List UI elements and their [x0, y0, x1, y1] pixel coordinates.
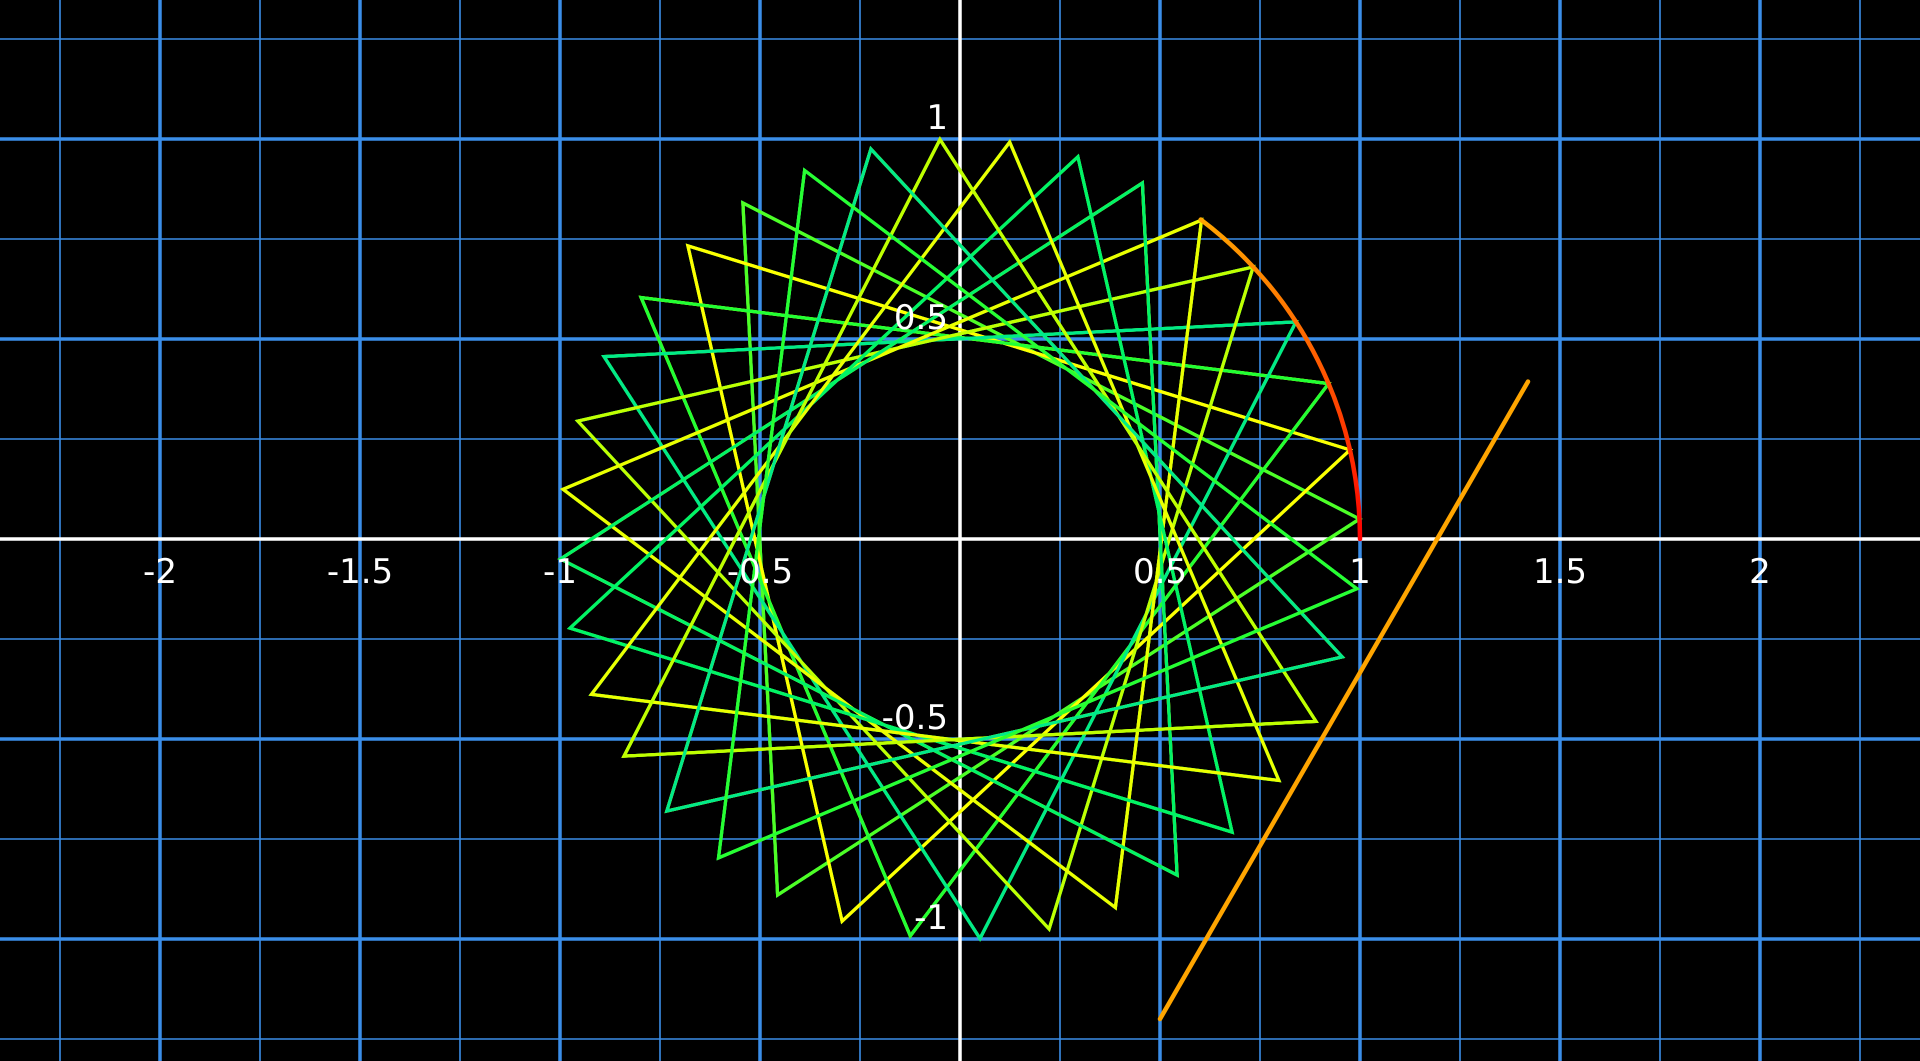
x-tick-label: 1 — [1349, 552, 1371, 592]
rotated-triangle — [588, 138, 1282, 783]
rotated-triangle — [588, 138, 1282, 783]
x-tick-label: 1.5 — [1533, 552, 1587, 592]
y-tick-label: -0.5 — [882, 698, 948, 738]
rotated-triangle — [557, 180, 1179, 878]
rotated-triangle — [559, 217, 1204, 911]
x-tick-label: -1.5 — [327, 552, 393, 592]
x-tick-label: -2 — [143, 552, 177, 592]
rotated-triangle — [638, 295, 1332, 940]
triangle-rosette — [557, 136, 1363, 942]
tick-labels: -2 -1.5 -1 -0.5 0.5 1 1.5 2 1 0.5 -0.5 -1 — [143, 98, 1771, 938]
rotated-triangle — [559, 217, 1204, 911]
rotated-triangle — [621, 136, 1319, 758]
y-tick-label: 1 — [926, 98, 948, 138]
rotated-triangle — [685, 243, 1354, 925]
x-tick-label: 0.5 — [1133, 552, 1187, 592]
x-tick-label: -1 — [543, 552, 577, 592]
rotated-triangle — [559, 217, 1204, 911]
rotated-triangle — [588, 138, 1282, 783]
rotated-triangle — [741, 200, 1363, 898]
rotated-triangle — [741, 200, 1363, 898]
rotated-triangle — [638, 295, 1332, 940]
rotated-triangle — [638, 295, 1332, 940]
rotated-triangle — [566, 153, 1235, 835]
rotated-triangle — [716, 167, 1361, 861]
y-tick-label: -1 — [914, 898, 948, 938]
x-tick-label: 2 — [1749, 552, 1771, 592]
rotated-triangle — [557, 180, 1179, 878]
rotated-triangle — [621, 136, 1319, 758]
highlighted-arc — [1198, 217, 1363, 542]
orange-line — [1157, 379, 1531, 1022]
x-tick-label: -0.5 — [727, 552, 793, 592]
rotated-triangle — [741, 200, 1363, 898]
rotated-triangle — [574, 264, 1256, 933]
rotated-triangle — [601, 320, 1299, 942]
rotated-triangle — [601, 320, 1299, 942]
rotated-triangle — [557, 180, 1179, 878]
y-tick-label: 0.5 — [894, 298, 948, 338]
highlight-overlay — [1157, 217, 1531, 1022]
rotated-triangle — [601, 320, 1299, 942]
rotated-triangle — [621, 136, 1319, 758]
rotated-triangle — [664, 145, 1346, 814]
